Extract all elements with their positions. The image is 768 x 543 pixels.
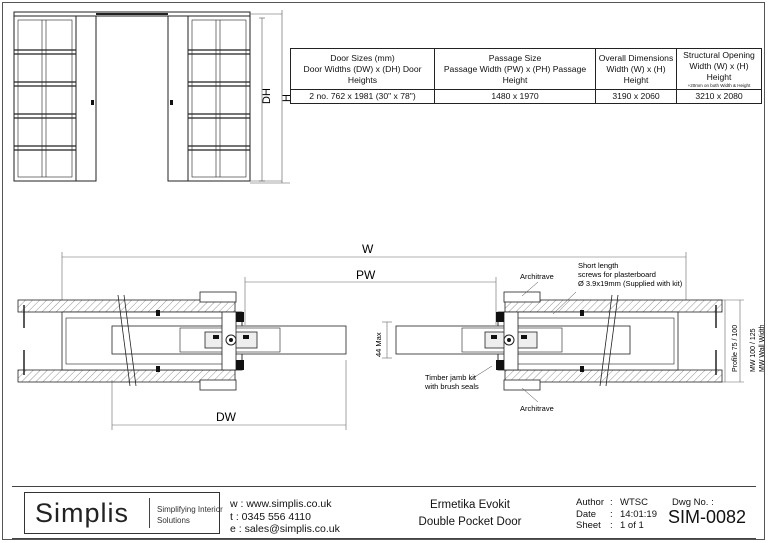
right-door-handle (170, 100, 173, 105)
plan-section: W PW DW 44 Max (17, 242, 766, 430)
screw-note-line2: screws for plasterboard (578, 270, 656, 279)
wall-label-mw-size: MW 100 / 125 (750, 328, 757, 372)
title-block-top-border (12, 486, 756, 487)
header-door-sizes-line2: Door Widths (DW) x (DH) Door Heights (303, 63, 422, 85)
screw-note-line1: Short length (578, 261, 618, 270)
header-overall-line1: Overall Dimensions (598, 52, 674, 63)
contact-email[interactable]: e : sales@simplis.co.uk (230, 523, 340, 535)
header-passage-line1: Passage Size (488, 52, 542, 63)
cell-structural-opening: 3210 x 2080 (676, 89, 762, 104)
cell-door-sizes: 2 no. 762 x 1981 (30" x 78") (290, 89, 435, 104)
date-label: Date (576, 508, 597, 520)
cell-overall-dimensions: 3190 x 2060 (595, 89, 677, 104)
jamb-note-line1: Timber jamb kit (425, 373, 477, 382)
architrave-top-label: Architrave (520, 272, 554, 281)
drawing-title: Ermetika Evokit Double Pocket Door (390, 497, 550, 531)
header-structural-opening: Structural Opening Width (W) x (H) Heigh… (676, 48, 762, 90)
product-type: Double Pocket Door (418, 516, 522, 528)
architrave-bottom-label: Architrave (520, 404, 554, 413)
h-label: H (281, 94, 293, 102)
header-overall-line2: Width (W) x (H) Height (606, 63, 666, 85)
drawing-meta: Author:WTSC Date:14:01:19 Sheet:1 of 1 (576, 497, 657, 531)
drawing-number-label: Dwg No. : (672, 497, 714, 508)
sheet-label: Sheet (576, 520, 601, 531)
brand-name: Simplis (35, 498, 130, 528)
date-value: 14:01:19 (620, 508, 657, 520)
contact-details: w : www.simplis.co.uk t : 0345 556 4110 … (230, 498, 340, 536)
header-passage-size: Passage Size Passage Width (PW) x (PH) P… (434, 48, 596, 90)
sheet-value: 1 of 1 (620, 520, 644, 531)
tagline-line1: Simplifying Interior (157, 505, 223, 514)
title-block-bottom-border (12, 538, 756, 539)
author-label: Author (576, 497, 604, 508)
header-structural-line2: Width (W) x (H) Height (689, 61, 749, 82)
header-overall-dimensions: Overall Dimensions Width (W) x (H) Heigh… (595, 48, 677, 90)
header-structural-note: +20mm on both Width & Height (687, 83, 751, 88)
spec-table-header-row: Door Sizes (mm) Door Widths (DW) x (DH) … (290, 48, 762, 90)
screw-note-line3: Ø 3.9x19mm (Supplied with kit) (578, 279, 683, 288)
jamb-note-line2: with brush seals (424, 382, 479, 391)
dh-label: DH (261, 88, 273, 104)
drawing-number: SIM-0082 (668, 507, 747, 527)
tagline-line2: Solutions (157, 516, 190, 525)
max-thickness-label: 44 Max (374, 332, 383, 357)
door-spec-table: Door Sizes (mm) Door Widths (DW) x (DH) … (290, 48, 762, 104)
contact-phone[interactable]: t : 0345 556 4110 (230, 510, 311, 523)
spec-table-data-row: 2 no. 762 x 1981 (30" x 78") 1480 x 1970… (290, 89, 762, 104)
left-roller-icon (225, 334, 237, 346)
dw-dimension-label: DW (216, 410, 237, 424)
cell-passage-size: 1480 x 1970 (434, 89, 596, 104)
logo-divider (149, 498, 150, 528)
header-door-sizes: Door Sizes (mm) Door Widths (DW) x (DH) … (290, 48, 435, 90)
product-name: Ermetika Evokit (430, 499, 510, 511)
right-roller-icon (503, 334, 515, 346)
w-dimension-label: W (362, 242, 374, 256)
simplis-logo: Simplis Simplifying Interior Solutions (24, 492, 223, 534)
wall-label-profile: Profile 75 / 100 (732, 325, 739, 372)
author-value: WTSC (620, 497, 648, 508)
contact-website[interactable]: w : www.simplis.co.uk (230, 498, 332, 510)
wall-label-mw-width: MW Wall Width (759, 324, 766, 372)
header-door-sizes-line1: Door Sizes (mm) (330, 52, 395, 63)
brand-tagline: Simplifying Interior Solutions (157, 504, 227, 526)
header-passage-line2: Passage Width (PW) x (PH) Passage Height (443, 63, 587, 85)
pw-dimension-label: PW (356, 268, 376, 282)
left-door-handle (91, 100, 94, 105)
front-elevation: DH H (13, 10, 293, 184)
header-structural-line1: Structural Opening (683, 50, 755, 60)
